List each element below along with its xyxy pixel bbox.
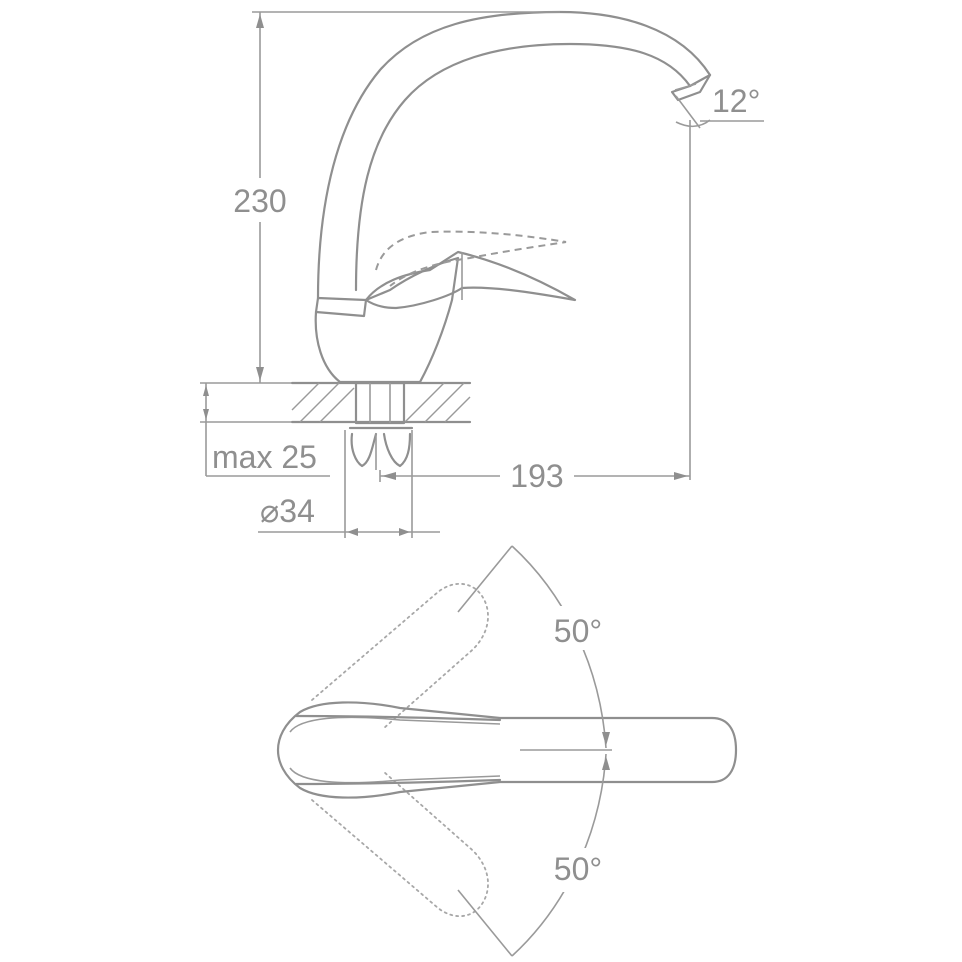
countertop-hatch	[291, 382, 471, 423]
lever-angle-up-label: 50°	[554, 613, 602, 649]
lever-solid	[364, 250, 577, 310]
lever-angle-down-label: 50°	[554, 851, 602, 887]
lever-top-inner	[289, 716, 501, 784]
dimension-aerator-angle: 12°	[675, 83, 764, 129]
spout-outline	[316, 10, 712, 300]
aerator-angle-label: 12°	[712, 83, 760, 119]
dimension-lever-angle-up: 50°	[457, 545, 610, 749]
dimension-reach: 193	[379, 120, 691, 494]
height-label: 230	[233, 183, 286, 219]
supply-hoses	[348, 426, 414, 468]
faucet-body	[314, 256, 460, 384]
reach-label: 193	[510, 458, 563, 494]
lever-rotated-left	[311, 583, 489, 729]
dimension-hole-diameter: ⌀34	[258, 430, 440, 538]
dimension-lever-angle-down: 50°	[457, 753, 610, 957]
body-collar	[314, 296, 368, 318]
lever-raised-position	[375, 230, 567, 287]
mount-thickness-label: max 25	[212, 439, 317, 475]
lever-top-outline	[276, 701, 738, 799]
lever-rotated-right	[311, 771, 489, 917]
lever-top-edge	[294, 714, 502, 786]
hole-diameter-label: ⌀34	[260, 493, 315, 529]
aerator-end	[674, 83, 697, 91]
mounting-shank	[354, 381, 406, 425]
dimension-mount-thickness: max 25	[200, 383, 330, 477]
top-view: 50° 50°	[276, 545, 738, 957]
dimension-height: 230	[200, 11, 560, 384]
side-view: 230 max 25 193 ⌀34	[200, 10, 764, 538]
